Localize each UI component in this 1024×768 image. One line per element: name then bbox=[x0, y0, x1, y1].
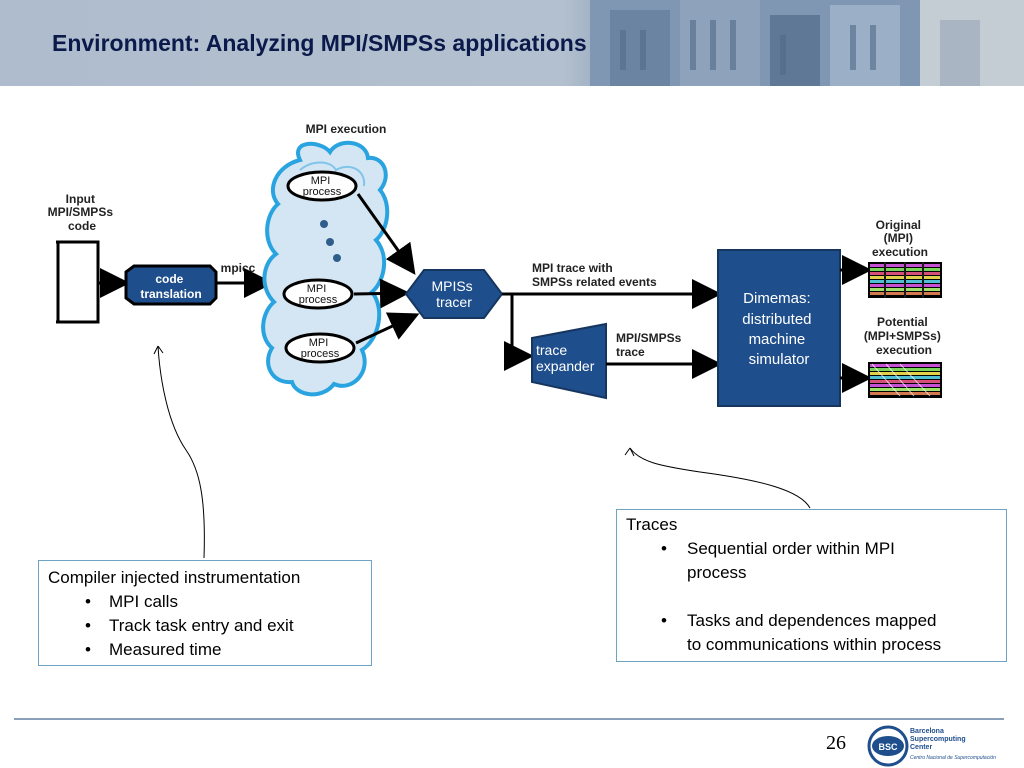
svg-text:trace expander: trace expander bbox=[536, 342, 595, 374]
svg-text:MPI process: MPI process bbox=[303, 175, 342, 198]
potential-execution-label: Potential (MPI+SMPSs) execution bbox=[864, 315, 944, 357]
svg-text:BSC: BSC bbox=[878, 742, 898, 752]
mpi-trace-label: MPI trace with SMPSs related events bbox=[532, 261, 657, 289]
page-number: 26 bbox=[826, 732, 846, 754]
callout-heading: Traces bbox=[626, 515, 678, 534]
footer-divider bbox=[14, 718, 1004, 720]
mpi-execution-cloud bbox=[261, 141, 390, 397]
header-banner bbox=[0, 0, 1024, 86]
mpi-smpss-trace-label: MPI/SMPSs trace bbox=[616, 331, 685, 359]
svg-text:MPI process: MPI process bbox=[301, 337, 340, 360]
original-trace-thumbnail bbox=[868, 262, 942, 298]
header-photo bbox=[590, 0, 1024, 86]
arrow-process3-to-tracer bbox=[355, 312, 420, 345]
arrow-process1-to-tracer bbox=[356, 193, 416, 275]
ellipsis-dots bbox=[320, 220, 341, 262]
arrow-tracer-to-expander bbox=[504, 294, 534, 371]
original-execution-label: Original (MPI) execution bbox=[872, 218, 928, 259]
callout-compiler-instrumentation: Compiler injected instrumentation •MPI c… bbox=[38, 560, 372, 666]
list-item: •Track task entry and exit bbox=[85, 616, 294, 635]
logo-subtitle: Centro Nacional de Supercomputación bbox=[910, 755, 996, 761]
svg-text:MPI process: MPI process bbox=[299, 283, 338, 306]
dimemas-simulator-box: Dimemas: distributed machine simulator bbox=[717, 249, 841, 407]
bsc-logo: BSC bbox=[867, 725, 909, 767]
input-label: Input MPI/SMPSs code bbox=[48, 192, 117, 233]
mpi-execution-label: MPI execution bbox=[306, 122, 387, 136]
logo-wordmark: Barcelona Supercomputing Center bbox=[910, 728, 966, 751]
slide-title: Environment: Analyzing MPI/SMPSs applica… bbox=[52, 30, 587, 56]
potential-trace-thumbnail bbox=[868, 362, 942, 398]
mpi-process-2: MPI process bbox=[282, 278, 354, 310]
mpi-process-3: MPI process bbox=[284, 332, 356, 364]
list-item: •MPI calls bbox=[85, 592, 178, 611]
callout-heading: Compiler injected instrumentation bbox=[48, 568, 301, 587]
svg-text:MPISs tracer: MPISs tracer bbox=[431, 278, 476, 310]
svg-text:Dimemas: distributed: Dimemas: distributed machine simulator bbox=[742, 290, 815, 368]
svg-text:code translation: code translation bbox=[140, 272, 201, 301]
mpi-process-1: MPI process bbox=[286, 170, 358, 202]
flow-diagram: Input MPI/SMPSs code code translation mp… bbox=[48, 122, 944, 407]
list-item: •Measured time bbox=[85, 640, 222, 659]
input-code-document bbox=[56, 240, 100, 324]
arrow-process2-to-tracer bbox=[353, 278, 410, 309]
list-spacer bbox=[617, 585, 1006, 609]
code-translation-box: code translation bbox=[124, 264, 218, 306]
trace-expander-box: trace expander bbox=[531, 322, 607, 400]
